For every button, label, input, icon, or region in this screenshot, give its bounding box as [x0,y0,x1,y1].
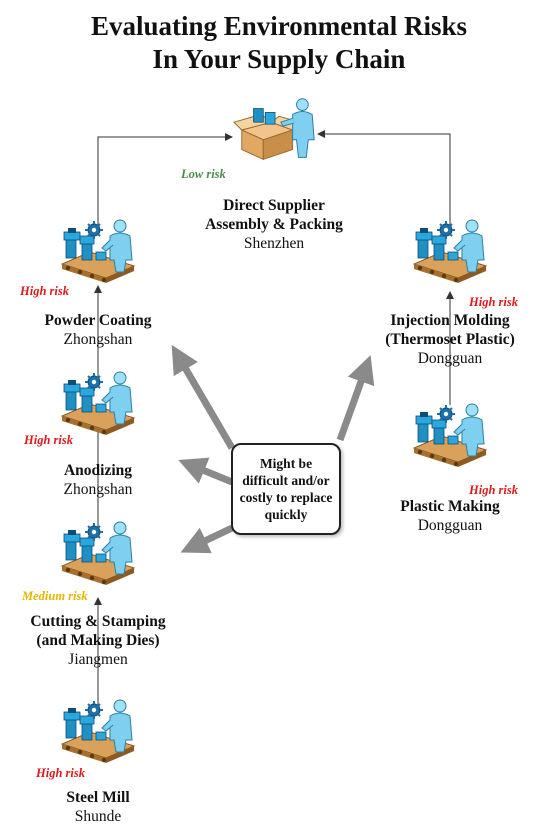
title-line-1: Evaluating Environmental Risks [90,11,468,41]
node-name: Plastic Making [400,498,500,515]
risk-label-powder: High risk [20,284,69,298]
factory-worker-icon [58,694,138,764]
risk-label-injection: High risk [469,295,518,309]
factory-worker-icon [58,516,138,586]
node-name: Direct Supplier [223,197,325,214]
node-name: Steel Mill [66,789,130,806]
diagram-title: Evaluating Environmental Risks In Your S… [0,10,558,76]
arrow-injection-to-direct [317,130,451,228]
node-name-line-2: Assembly & Packing [205,216,343,233]
node-cutting-stamping: Cutting & Stamping (and Making Dies) Jia… [0,612,208,669]
factory-worker-icon [58,366,138,436]
risk-label-steel: High risk [36,766,85,780]
node-direct-supplier: Direct Supplier Assembly & Packing Shenz… [164,196,384,253]
title-line-2: In Your Supply Chain [152,44,406,74]
node-plastic-making: Plastic Making Dongguan [340,497,558,535]
node-name: Injection Molding [390,312,510,329]
factory-worker-icon [410,398,490,468]
node-anodizing: Anodizing Zhongshan [0,461,208,499]
node-city: Zhongshan [63,331,133,348]
node-name: Anodizing [63,462,133,479]
node-name: Powder Coating [44,312,152,329]
factory-worker-icon [58,214,138,284]
node-name-line-2: (and Making Dies) [36,632,160,649]
gray-arrow-injection [336,355,375,442]
node-city: Shenzhen [243,235,305,252]
node-city: Dongguan [417,517,483,534]
risk-label-anodizing: High risk [24,433,73,447]
node-city: Zhongshan [63,481,133,498]
arrow-powder-to-direct [97,133,233,226]
risk-label-cutting: Medium risk [22,589,88,603]
node-steel-mill: Steel Mill Shunde [0,788,208,826]
node-powder-coating: Powder Coating Zhongshan [0,311,208,349]
factory-worker-icon [410,214,490,284]
gray-arrow-anodizing [178,457,234,486]
node-city: Dongguan [417,350,483,367]
callout-note: Might be difficult and/or costly to repl… [231,443,341,535]
node-city: Jiangmen [68,651,128,668]
node-injection-molding: Injection Molding (Thermoset Plastic) Do… [340,311,558,368]
gray-arrow-cutting [180,524,234,554]
node-name: Cutting & Stamping [30,613,166,630]
node-city: Shunde [74,808,122,825]
gray-arrow-powder [171,344,236,450]
risk-label-direct: Low risk [181,167,226,181]
risk-label-plastic: High risk [469,483,518,497]
warehouse-worker-box-icon [232,96,320,166]
node-name-line-2: (Thermoset Plastic) [385,331,515,348]
